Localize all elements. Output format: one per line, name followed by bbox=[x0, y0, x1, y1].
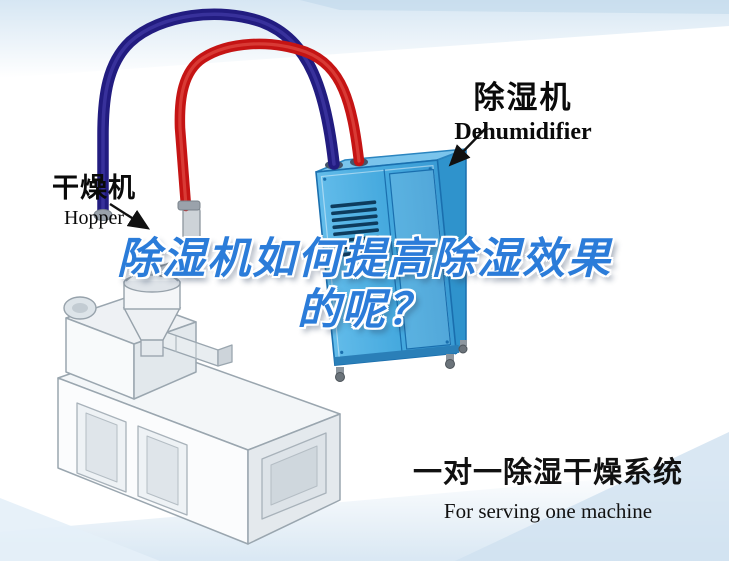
machine-door-3-panel bbox=[270, 445, 318, 506]
elbow-cylinder bbox=[182, 207, 201, 247]
hose-clamp bbox=[177, 200, 201, 211]
dehumidifier-door bbox=[388, 168, 452, 350]
door-handle bbox=[400, 249, 407, 267]
hopper-unit bbox=[122, 207, 201, 357]
door-seam bbox=[383, 169, 403, 355]
bottom-left-accent bbox=[0, 498, 160, 561]
hose-supply-highlight bbox=[178, 42, 361, 208]
machine-door-1-panel bbox=[85, 412, 118, 483]
bottom-right-accent bbox=[455, 432, 729, 561]
arrow-to-dehumidifier bbox=[448, 126, 488, 167]
hoses bbox=[93, 8, 365, 221]
pointer-arrows bbox=[109, 126, 488, 230]
top-accent-streak bbox=[300, 0, 729, 14]
vent-slots bbox=[330, 200, 382, 257]
hose-ferrule bbox=[93, 209, 113, 221]
extruder-machine bbox=[57, 296, 341, 545]
dehumidifier-front-group bbox=[315, 159, 460, 366]
casters bbox=[335, 340, 468, 382]
arrow-to-hopper bbox=[109, 202, 151, 230]
motor-cap bbox=[72, 303, 88, 313]
machine-door-2-panel bbox=[146, 435, 179, 506]
dehumidifier-base-strip bbox=[334, 344, 460, 366]
hose-return-highlight bbox=[101, 12, 336, 216]
die-head bbox=[217, 344, 233, 367]
dehumidifier-illustration bbox=[315, 147, 468, 382]
